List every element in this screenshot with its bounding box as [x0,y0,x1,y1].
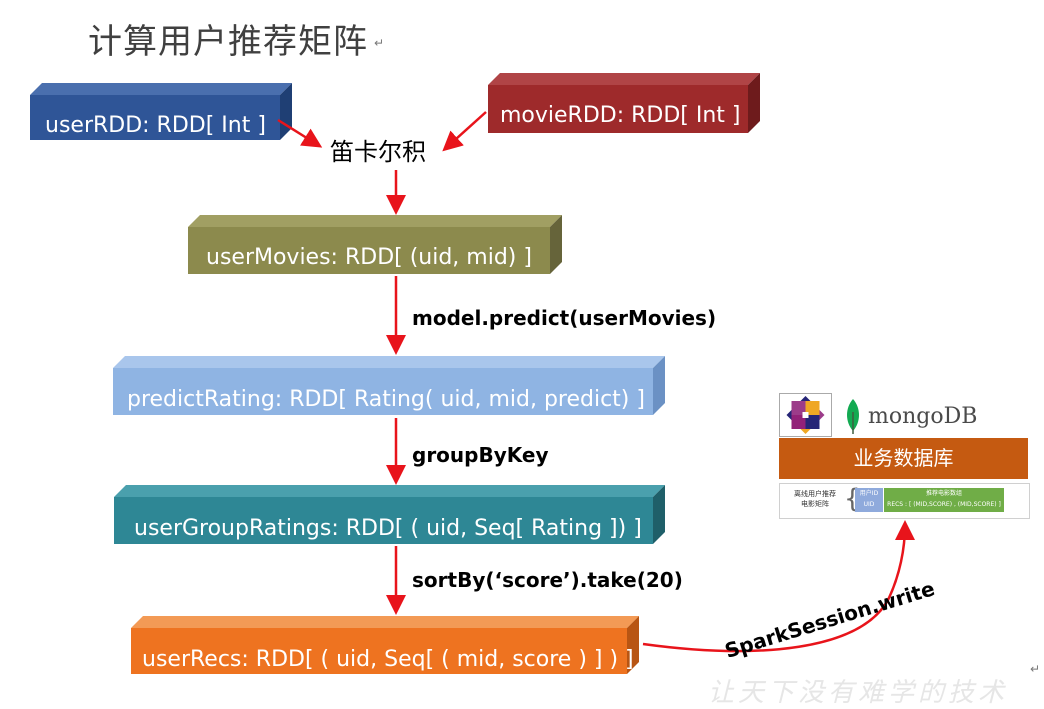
arrow-userrdd-to-cartesian [277,118,323,148]
group-step-label: groupByKey [412,443,549,467]
user-movies-shape [188,215,562,274]
recs-field-cell: 推荐电影数组 RECS : [ (MID,SCORE) , (MID,SCORE… [884,488,1004,512]
movie-rdd-label: movieRDD: RDD[ Int ] [500,103,741,128]
arrow-movierdd-to-cartesian [442,111,487,152]
business-database-bar: 业务数据库 [779,438,1028,479]
recs-field-line1: 推荐电影数组 [925,490,962,497]
predict-rating-shape [113,356,665,415]
uid-field-cell: 用户ID UID [855,488,883,512]
uid-field-line2: UID [863,501,875,508]
user-rdd-label: userRDD: RDD[ Int ] [45,113,266,138]
user-group-ratings-shape [114,485,665,544]
table-name-line1: 离线用户推荐 [794,490,836,498]
centos-logo [779,393,832,437]
uid-field-line1: 用户ID [859,490,879,497]
table-name-cell: 离线用户推荐 电影矩阵 [784,489,846,509]
sort-step-label: sortBy(‘score’).take(20) [412,568,683,592]
user-recs-label: userRecs: RDD[ ( uid, Seq[ ( mid, score … [142,647,634,672]
recs-field-line2: RECS : [ (MID,SCORE) , (MID,SCORE) ] [887,501,1001,508]
movie-rdd-block: movieRDD: RDD[ Int ] [488,73,760,133]
user-movies-block: userMovies: RDD[ (uid, mid) ] [188,215,562,274]
movie-rdd-shape [488,73,760,133]
mongodb-logo-text: mongoDB [868,404,978,429]
user-group-ratings-label: userGroupRatings: RDD[ ( uid, Seq[ Ratin… [134,516,642,541]
paragraph-mark-icon: ↵ [1030,662,1041,676]
centos-icon [786,396,825,434]
page-title: 计算用户推荐矩阵 [88,22,368,62]
user-rdd-shape [30,83,292,140]
predict-step-label: model.predict(userMovies) [412,306,717,330]
user-recs-shape [131,616,639,674]
table-name-line2: 电影矩阵 [801,500,829,508]
paragraph-mark-icon: ↵ [374,36,385,50]
user-recs-block: userRecs: RDD[ ( uid, Seq[ ( mid, score … [131,616,639,674]
user-recs-table-schema: 离线用户推荐 电影矩阵 { 用户ID UID 推荐电影数组 RECS : [ (… [779,483,1030,519]
mongodb-leaf-icon [847,399,859,434]
arrow-recs-to-db [642,520,915,653]
user-group-ratings-block: userGroupRatings: RDD[ ( uid, Seq[ Ratin… [114,485,665,544]
cartesian-product-label: 笛卡尔积 [330,138,426,166]
user-movies-label: userMovies: RDD[ (uid, mid) ] [206,245,532,270]
predict-rating-block: predictRating: RDD[ Rating( uid, mid, pr… [113,356,665,415]
predict-rating-label: predictRating: RDD[ Rating( uid, mid, pr… [127,387,645,412]
user-rdd-block: userRDD: RDD[ Int ] [30,83,292,140]
watermark: 让天下没有难学的技术 [708,678,1009,708]
